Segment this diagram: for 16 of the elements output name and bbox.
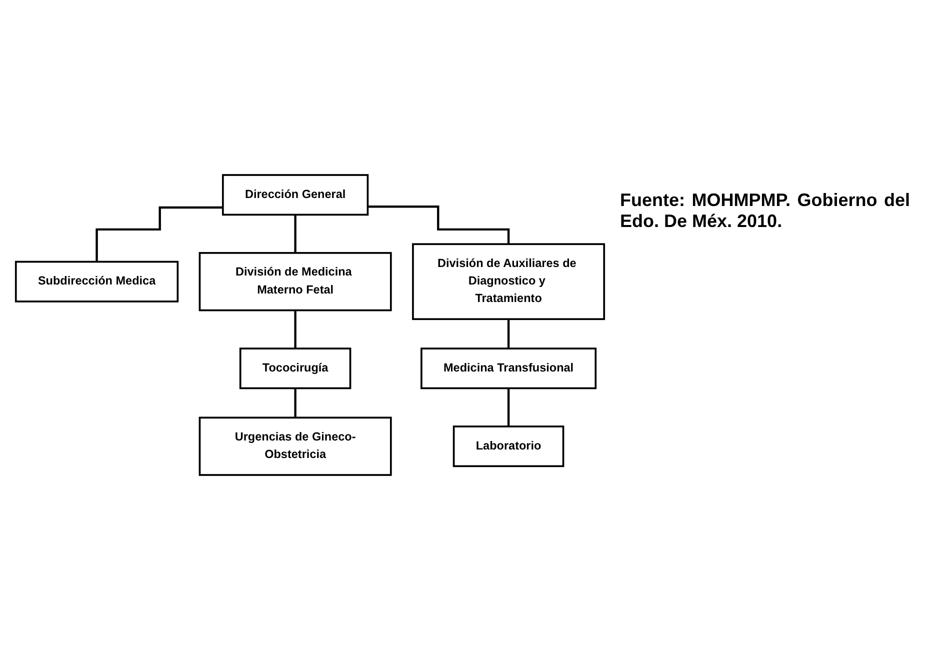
node-box: Medicina Transfusional: [420, 348, 597, 390]
connector: [368, 206, 510, 246]
node-box: Laboratorio: [452, 426, 564, 468]
connector: [294, 387, 296, 419]
node-box: Dirección General: [222, 174, 369, 216]
node-box: Urgencias de Gineco-Obstetricia: [198, 416, 392, 476]
connector: [294, 214, 296, 254]
source-caption: Fuente: MOHMPMP. Gobierno del Edo. De Méx. 2010.: [620, 190, 910, 232]
connector: [96, 206, 223, 263]
node-box: División de Auxiliares de Diagnostico y Tratamiento: [412, 243, 606, 320]
node-box: Tococirugía: [239, 348, 352, 390]
node-box: Subdirección Medica: [14, 260, 179, 302]
node-box: División de Medicina Materno Fetal: [198, 252, 392, 312]
connector: [507, 387, 510, 428]
connector: [507, 318, 510, 350]
connector: [294, 309, 296, 350]
